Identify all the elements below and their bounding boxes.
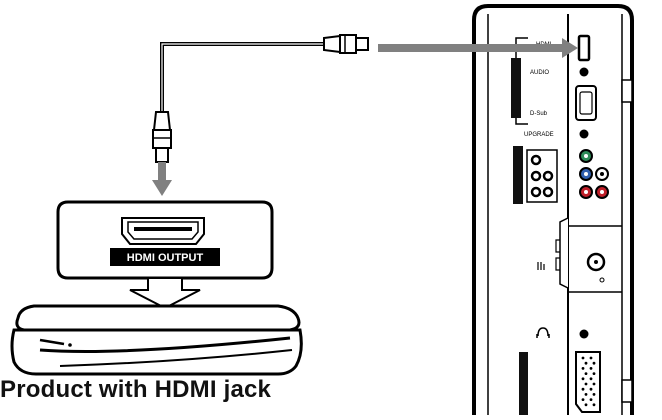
scart-pin [581,367,585,370]
tv-label-upgrade: UPGRADE [524,132,554,138]
scart-pin [581,387,585,391]
source-hdmi-callout: HDMI OUTPUT [56,200,274,280]
tv-scart-label-bar [519,352,528,415]
tv-av-jack-5 [542,186,554,198]
scart-pin [589,377,593,381]
tv-dsub-pins [579,91,593,115]
arrow-to-tv-hdmi-port [378,38,578,58]
scart-pin [584,361,588,365]
tv-hdmi-port [577,34,591,62]
tv-notch-top [621,79,633,103]
hdmi-output-label: HDMI OUTPUT [127,252,204,264]
hdmi-cable-wire [160,42,324,112]
scart-pin [589,398,593,401]
tv-headphone-jack [579,329,589,339]
tv-label-audio: AUDIO [530,70,549,76]
hdmi-plug-source-boot [152,111,172,131]
scart-pin [581,398,585,401]
set-top-box-power-dot [68,343,72,347]
scart-pin [581,356,585,360]
tv-component-jack-red-center [584,190,588,194]
headphone-icon [536,327,550,338]
set-top-box-front-swoosh-lower [59,349,293,367]
caption-product-with-hdmi-jack: Product with HDMI jack [0,376,272,403]
scart-pin [592,372,596,375]
tv-scart-port [575,351,601,413]
tv-av-jack-1 [530,154,542,166]
connection-arrows [152,38,578,196]
set-top-box-indicator [39,338,65,346]
tv-label-dsub: D-Sub [530,111,548,117]
scart-pin [589,387,593,391]
tv-component-jack-green-center [584,154,588,158]
tv-antenna-screw [599,277,605,283]
hdmi-plug-source-tip [155,147,169,163]
tv-av-jack-4 [530,186,542,198]
hdmi-plug-tv-tip [355,37,369,51]
scart-pin [589,367,593,370]
scart-pin [584,393,588,396]
tv-side-clip [559,217,569,289]
hdmi-output-label-bg [110,248,220,266]
tv-scart-pins [581,356,596,407]
tv-notch-bottom [621,379,633,403]
arrow-to-source-hdmi-jack [152,162,172,196]
hdmi-plug-tv-body [339,34,357,54]
hdmi-cable [152,34,369,163]
source-device-set-top-box [10,304,303,376]
tv-vertical-label-bar [511,58,521,118]
scart-pin [584,403,588,407]
tv-component-jack-blue-center [584,172,588,176]
source-hdmi-jack-contacts [134,227,192,231]
tv-antenna-jack-center [594,260,598,264]
tv-clip-tab-upper [555,239,560,253]
scart-pin [584,372,588,375]
tv-audio-jack-white-center [600,172,604,176]
scart-pin [589,356,593,360]
scart-pin [592,382,596,386]
hdmi-plug-source-end [152,111,172,163]
hdmi-plug-tv-end [323,34,369,54]
hdmi-plug-tv-boot [323,34,341,54]
tv-av-jack-3 [542,170,554,182]
set-top-box-top [15,304,301,332]
scart-pin [592,393,596,396]
tv-housing-outline [472,4,634,415]
scart-pin [584,382,588,386]
scart-pin [581,377,585,381]
tv-clip-tab-lower [555,257,560,271]
set-top-box-front-swoosh [39,336,291,353]
set-top-box-front [10,328,303,376]
scart-pin [592,403,596,407]
callout-pointer-arrow [129,277,201,310]
tv-av-jack-2 [530,170,542,182]
tv-audio-jack [579,67,589,77]
tv-upgrade-jack [579,129,589,139]
tv-component-label-bar [513,146,523,204]
hdmi-cable-wire-inner [161,43,324,112]
scart-pin [592,361,596,365]
tv-audio-jack-red-center [600,190,604,194]
hdmi-plug-source-body [152,129,172,149]
tv-antenna-symbol [537,262,545,270]
tv-side-panel: HDMI AUDIO D-Sub UPGRADE [472,4,634,415]
